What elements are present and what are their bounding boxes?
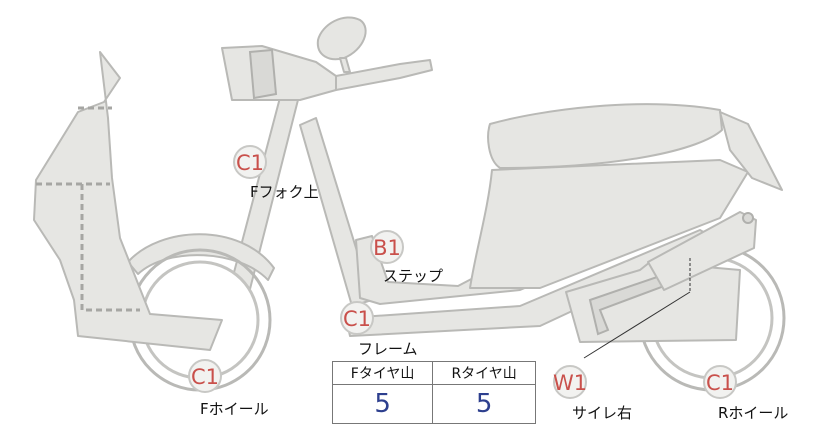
front-fender [127,233,275,281]
svg-text:W1: W1 [553,371,587,395]
shield-panel-lines [36,106,140,312]
rear-tail [719,111,783,191]
tire-tread-table: Fタイヤ山 Rタイヤ山 5 5 [331,361,536,424]
callout-frame-label: フレーム [358,340,418,358]
handlebar-grip [335,59,433,91]
shock-box [647,211,757,291]
callout-step-marker: B1 [370,230,404,264]
callout-front-wheel-label: Fホイール [200,400,269,418]
seat [487,103,723,169]
callout-frame-marker: C1 [340,301,374,335]
callout-side-right-marker: W1 [553,365,587,399]
callout-fork-marker: C1 [233,145,267,179]
callout-side-right-label: サイレ右 [572,404,633,422]
svg-text:B1: B1 [373,236,401,260]
svg-text:C1: C1 [706,371,734,395]
headlight [248,48,278,100]
callout-rear-wheel-marker: C1 [703,365,737,399]
handlebar-cover [221,45,337,101]
svg-text:C1: C1 [343,307,371,331]
callout-step-label: ステップ [383,267,444,285]
rear-tire-header: Rタイヤ山 [432,361,536,385]
front-tire-value: 5 [331,384,434,424]
callout-rear-wheel-label: Rホイール [718,404,789,422]
mirror [316,16,367,61]
engine [565,261,741,343]
svg-text:C1: C1 [191,365,219,389]
front-tire-header: Fタイヤ山 [331,361,434,385]
rear-tire-value: 5 [432,384,536,424]
callout-fork-label: Fフォク上 [250,183,319,201]
svg-text:C1: C1 [236,151,264,175]
callout-front-wheel-marker: C1 [188,359,222,393]
side-panel [469,159,749,289]
